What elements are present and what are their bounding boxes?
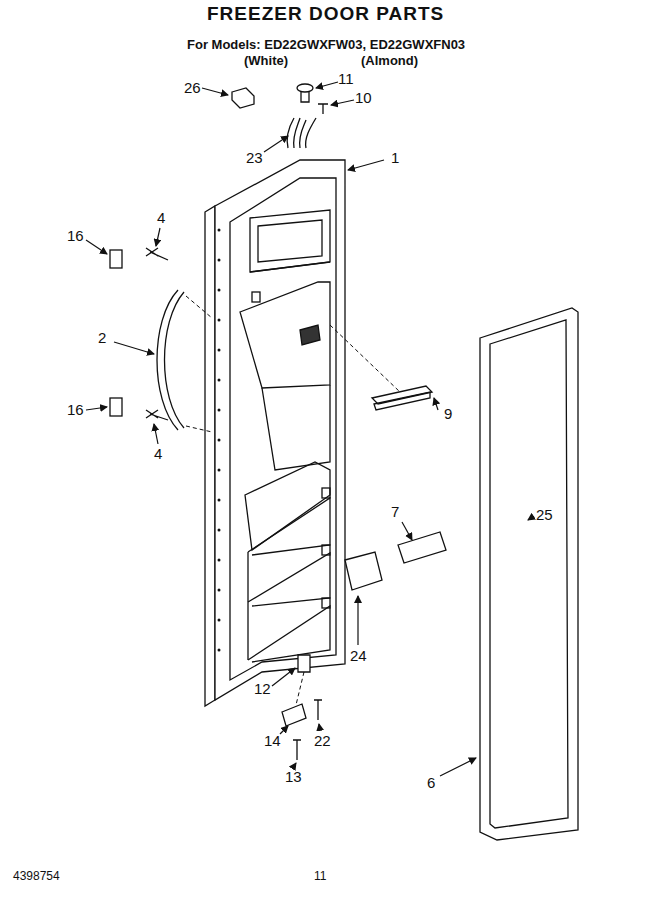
callout-number: 12 — [254, 681, 271, 698]
color-note: (Almond) — [361, 54, 418, 68]
callout-number: 16 — [67, 228, 84, 245]
color-note: (White) — [244, 54, 288, 68]
callout-number: 4 — [157, 210, 165, 227]
callout-number: 13 — [285, 769, 302, 786]
callout-number: 6 — [427, 775, 435, 792]
callout-number: 7 — [391, 504, 399, 521]
document-number: 4398754 — [13, 870, 60, 883]
callout-number: 14 — [264, 733, 281, 750]
callout-number: 4 — [154, 446, 162, 463]
page-number: 11 — [314, 870, 326, 883]
callout-number: 22 — [314, 733, 331, 750]
callout-number: 16 — [67, 402, 84, 419]
callout-number: 9 — [444, 406, 452, 423]
callout-number: 24 — [350, 648, 367, 665]
callout-number: 1 — [391, 150, 399, 167]
model-list: For Models: ED22GWXFW03, ED22GWXFN03 — [187, 38, 465, 52]
callout-number: 23 — [246, 150, 263, 167]
callout-number: 25 — [536, 507, 553, 524]
callout-number: 11 — [338, 71, 354, 88]
callout-number: 2 — [98, 330, 106, 347]
page-title: FREEZER DOOR PARTS — [207, 4, 444, 25]
callout-number: 10 — [355, 90, 372, 107]
callout-number: 26 — [184, 80, 201, 97]
